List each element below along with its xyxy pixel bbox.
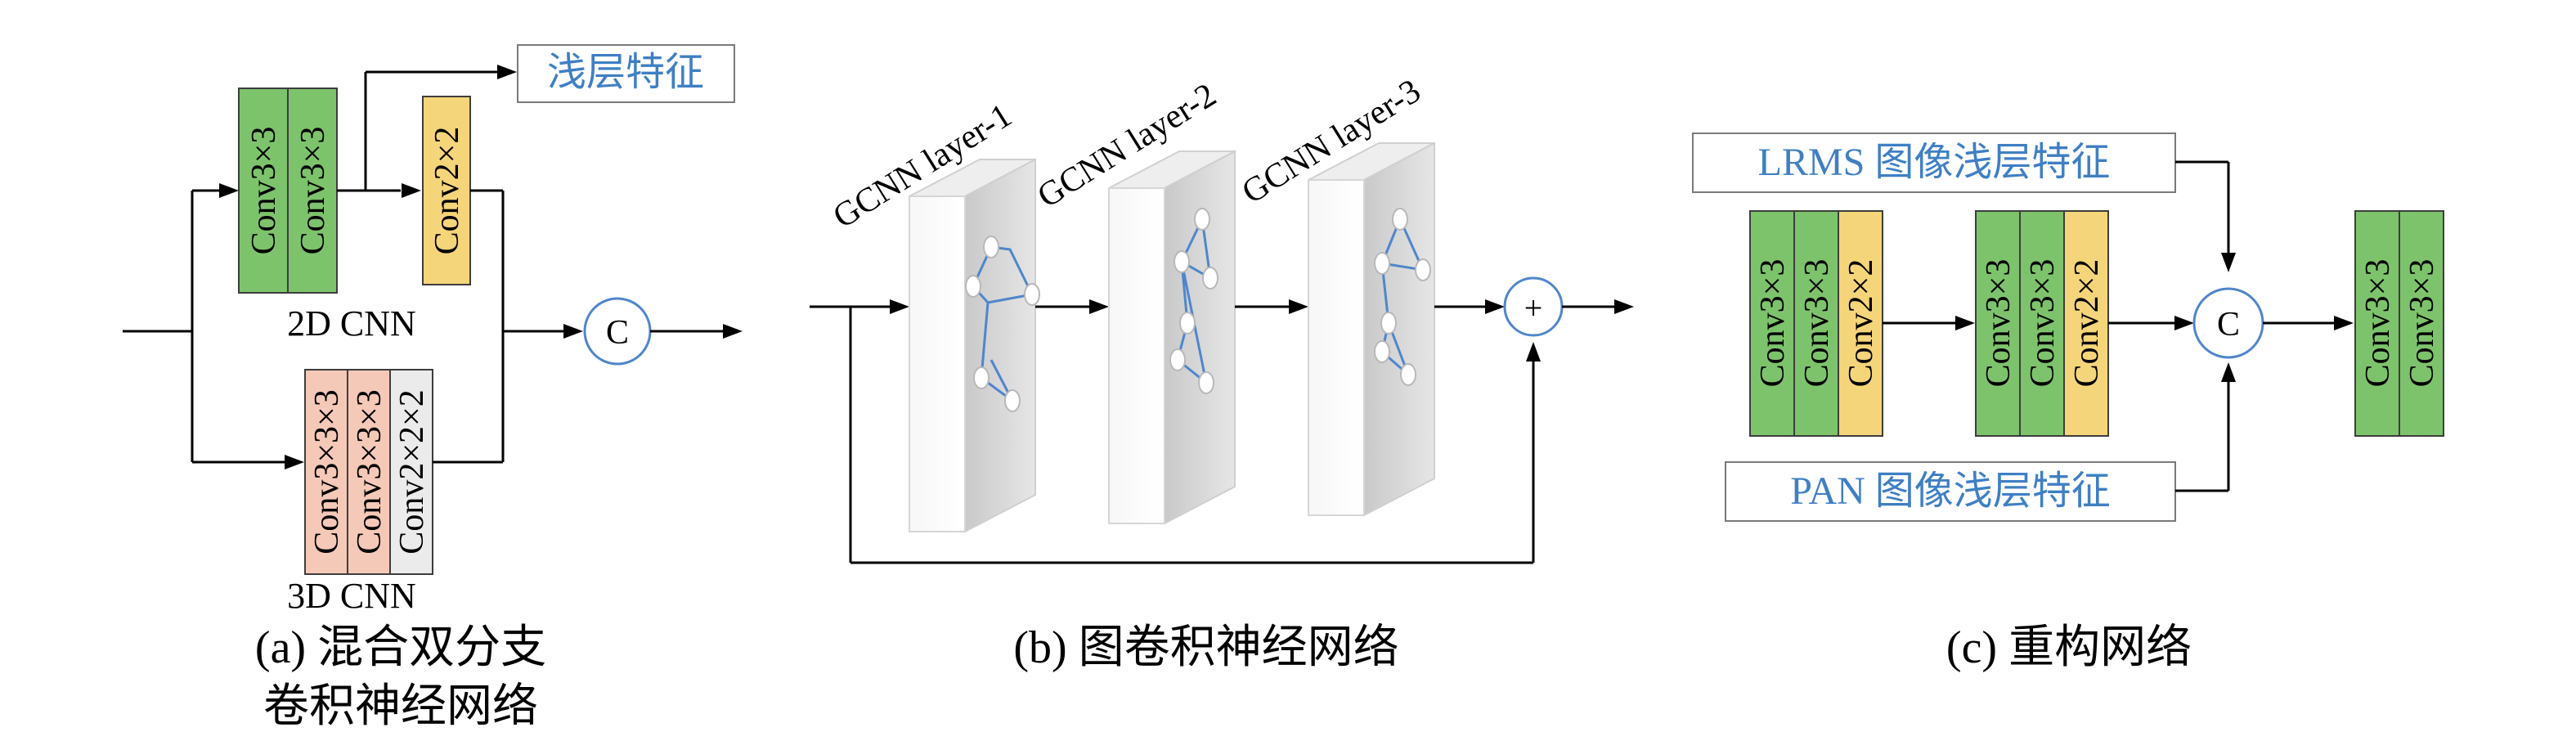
arrowhead — [1526, 342, 1541, 362]
conv-block — [238, 88, 289, 294]
pan-feature-box — [1725, 461, 2176, 522]
concat-symbol: C — [606, 314, 629, 352]
arrowhead — [1485, 299, 1505, 314]
conv-output-group: Conv3×3 Conv3×3 — [2354, 210, 2444, 437]
arrowhead — [402, 183, 421, 198]
conv-block-yellow — [2063, 210, 2109, 437]
conv-block-yellow — [1838, 210, 1883, 437]
panel-a-caption-line2: 卷积神经网络 — [263, 681, 538, 732]
concat-symbol: C — [2217, 306, 2240, 344]
conv-block — [304, 369, 348, 575]
conv-block-label: Conv3×3 — [2024, 259, 2062, 388]
arrowhead — [1955, 316, 1975, 330]
panel-c: LRMS 图像浅层特征 PAN 图像浅层特征 Conv3×3 Conv3×3 C… — [1692, 132, 2444, 673]
conv-block — [389, 369, 433, 575]
arrowhead — [219, 183, 239, 198]
conv-block-label: Conv3×3×3 — [351, 389, 388, 554]
conv-block — [2019, 210, 2065, 437]
gcnn-layer-3: GCNN layer-3 — [1236, 72, 1435, 517]
graph-icon — [1374, 208, 1431, 386]
arrowhead — [2334, 316, 2354, 330]
cnn3d-block-group: Conv3×3×3 Conv3×3×3 Conv2×2×2 — [304, 369, 433, 575]
conv-block-label: Conv3×3 — [2359, 259, 2397, 388]
arrowhead — [2221, 362, 2236, 382]
panel-b: GCNN layer-1 GCNN layer-2 — [810, 72, 1634, 673]
graph-icon — [1169, 208, 1218, 394]
panel-a-caption-line1: (a) 混合双分支 — [255, 622, 546, 673]
cnn3d-label: 3D CNN — [287, 576, 416, 616]
conv-block — [347, 369, 391, 575]
lrms-feature-label: LRMS 图像浅层特征 — [1758, 141, 2111, 184]
arrowhead — [2221, 253, 2236, 272]
arrowhead — [1089, 299, 1109, 314]
conv-group-2: Conv3×3 Conv3×3 Conv2×2 — [1975, 210, 2109, 437]
panel-b-caption: (b) 图卷积神经网络 — [1013, 622, 1398, 673]
gcnn-layer-1: GCNN layer-1 — [827, 97, 1040, 533]
gcnn-layer-2: GCNN layer-2 — [1031, 76, 1236, 525]
conv-block — [2354, 210, 2400, 437]
conv-block-label: Conv3×3 — [1754, 259, 1792, 388]
conv-block-label: Conv2×2 — [2068, 259, 2106, 388]
conv-block — [287, 88, 338, 294]
conv-block-label: Conv3×3 — [2403, 259, 2441, 388]
cnn2d-block-group: Conv3×3 Conv3×3 — [238, 88, 338, 294]
arrowhead — [2174, 316, 2194, 330]
arrowhead — [285, 455, 304, 469]
lrms-feature-box — [1692, 132, 2176, 193]
arrowhead — [890, 299, 909, 314]
conv-block-yellow — [422, 96, 471, 285]
graph-icon — [965, 236, 1040, 412]
conv-group-1: Conv3×3 Conv3×3 Conv2×2 — [1749, 210, 1883, 437]
conv-block — [1793, 210, 1839, 437]
conv-block — [1749, 210, 1795, 437]
arrowhead — [497, 65, 517, 79]
shallow-feature-label: 浅层特征 — [547, 51, 704, 94]
arrowhead — [1289, 299, 1308, 314]
arrowhead — [563, 324, 583, 339]
conv-block-label: Conv3×3 — [245, 127, 283, 255]
conv-block-label: Conv2×2×2 — [393, 389, 431, 554]
conv-block — [2399, 210, 2444, 437]
arrowhead — [723, 324, 743, 339]
panel-c-caption: (c) 重构网络 — [1946, 622, 2192, 673]
panel-a: Conv3×3 Conv3×3 2D CNN 浅层特征 Conv2×2 Conv… — [123, 44, 743, 732]
conv-block-label: Conv3×3 — [294, 127, 332, 255]
shallow-feature-box — [517, 44, 735, 103]
add-symbol: + — [1524, 290, 1543, 326]
conv-block-label: Conv3×3 — [1980, 259, 2017, 388]
arrowhead — [1614, 299, 1634, 314]
pan-feature-label: PAN 图像浅层特征 — [1790, 469, 2111, 513]
cnn2d-label: 2D CNN — [287, 303, 416, 344]
conv-block-label: Conv3×3 — [1798, 259, 1836, 388]
conv-block-label: Conv2×2 — [429, 127, 466, 255]
conv-block-label: Conv2×2 — [1842, 259, 1880, 388]
conv-block-label: Conv3×3×3 — [308, 389, 346, 554]
